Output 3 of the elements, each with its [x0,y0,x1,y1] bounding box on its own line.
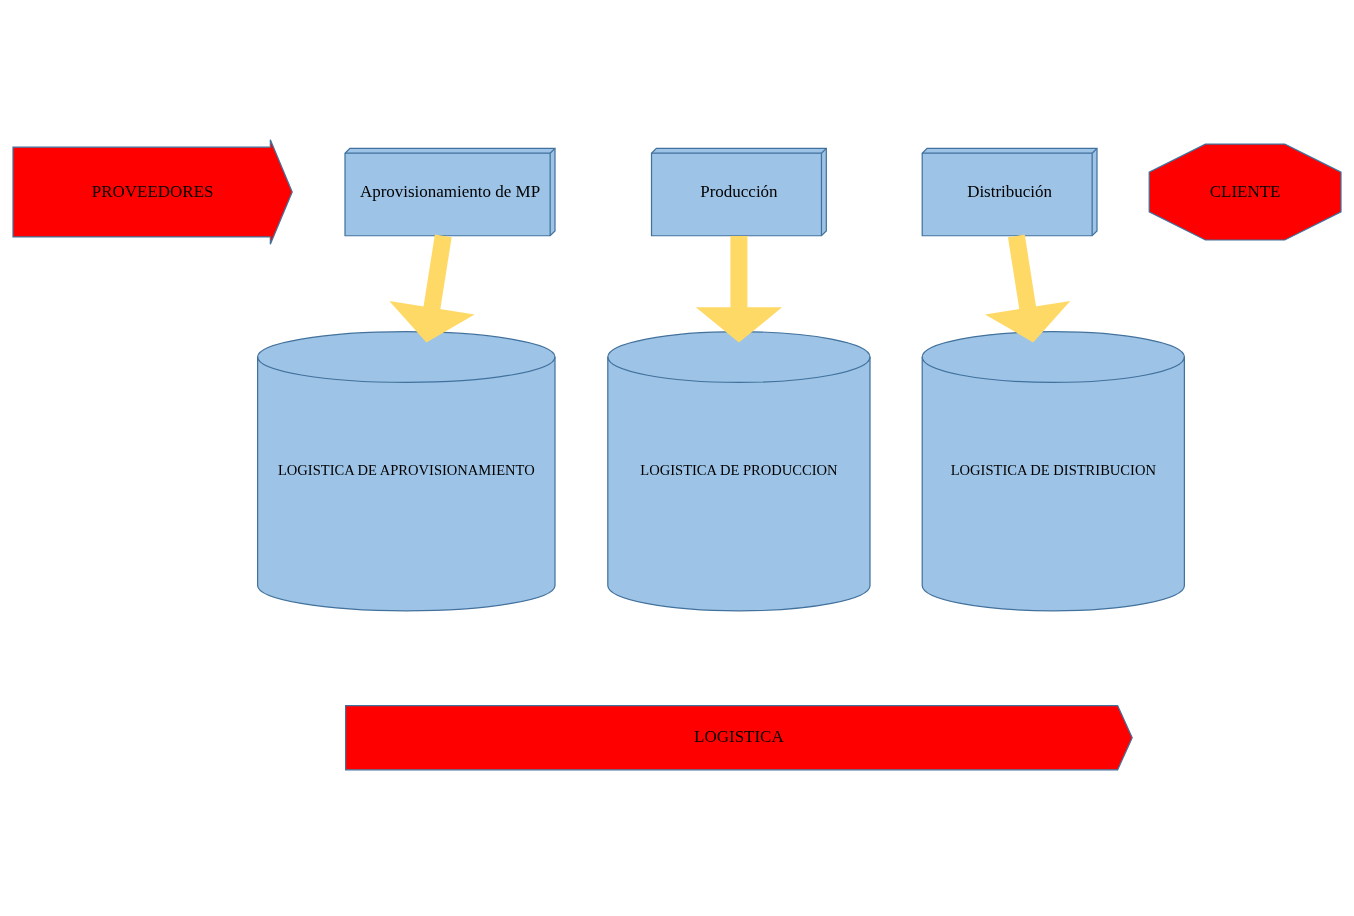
arrow [695,235,783,343]
arrow [985,234,1071,342]
arrow [389,234,475,342]
